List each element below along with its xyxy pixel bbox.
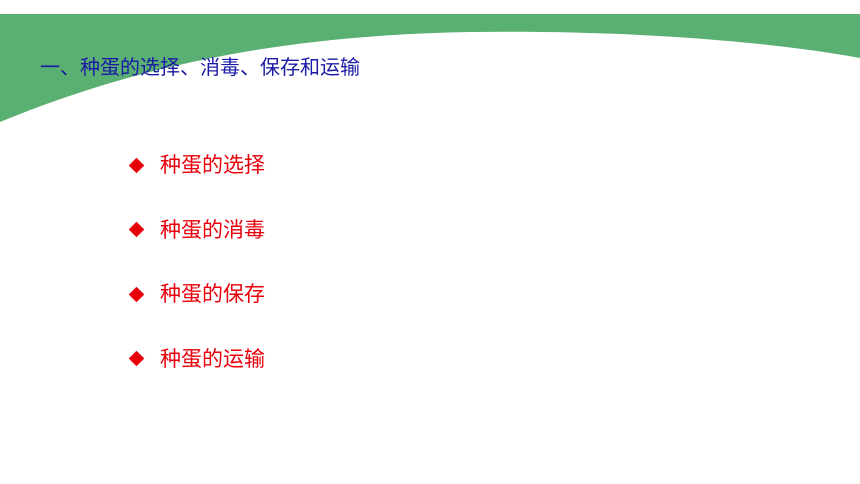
bullet-label: 种蛋的消毒 — [160, 217, 265, 242]
diamond-bullet-icon — [128, 350, 145, 367]
list-item: 种蛋的运输 — [128, 344, 265, 374]
bullet-list: 种蛋的选择 种蛋的消毒 种蛋的保存 种蛋的运输 — [128, 150, 265, 408]
diamond-bullet-icon — [128, 157, 145, 173]
diamond-bullet-icon — [128, 286, 145, 302]
list-item: 种蛋的选择 — [128, 150, 265, 180]
diamond-bullet-icon — [128, 221, 145, 238]
bullet-label: 种蛋的保存 — [160, 282, 265, 306]
list-item: 种蛋的保存 — [128, 279, 265, 309]
top-margin-strip — [0, 0, 860, 14]
green-wave-banner — [0, 14, 860, 122]
bullet-label: 种蛋的运输 — [160, 346, 265, 371]
list-item: 种蛋的消毒 — [128, 215, 265, 245]
bullet-label: 种蛋的选择 — [160, 153, 265, 177]
page-title: 一、种蛋的选择、消毒、保存和运输 — [40, 55, 360, 79]
